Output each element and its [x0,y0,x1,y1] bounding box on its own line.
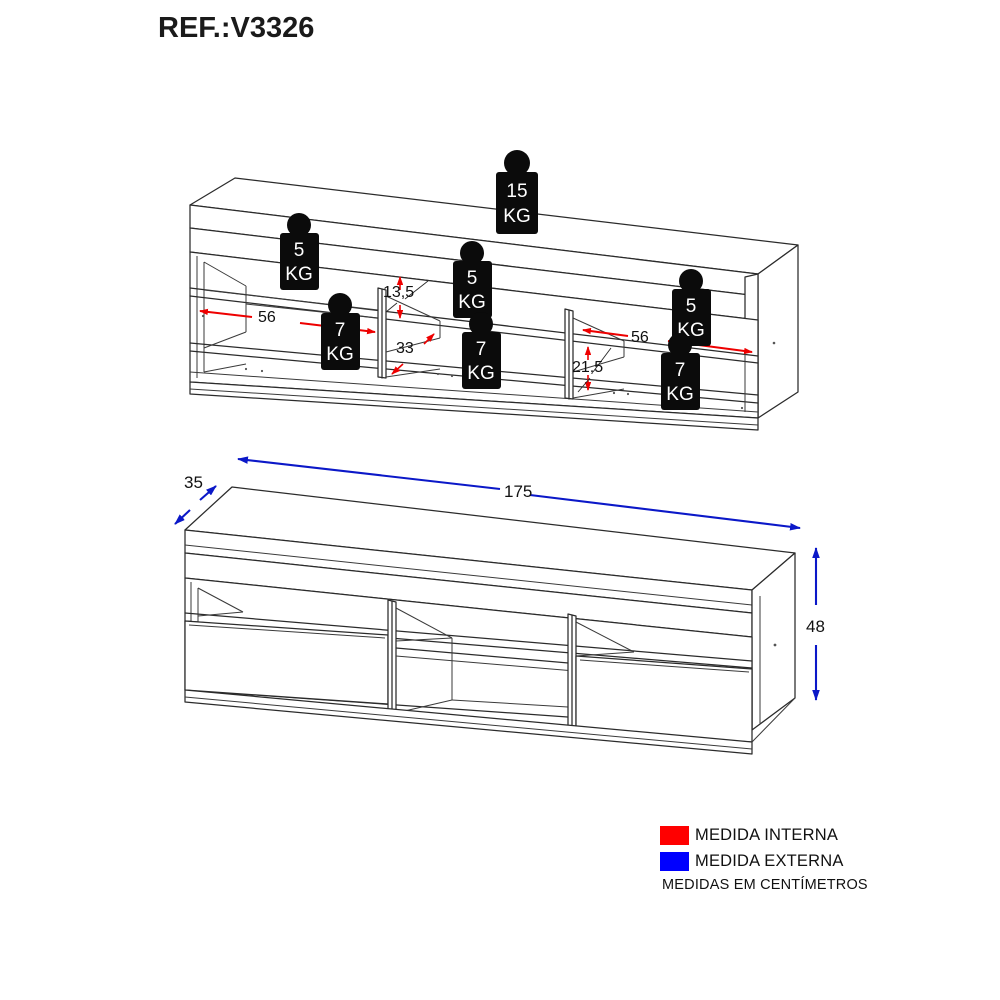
dim-label-center-lower-height: 33 [396,340,414,357]
weight-tag-unit: KG [666,384,693,405]
weight-tag-unit: KG [326,344,353,365]
lower-cabinet-illustration [184,486,796,755]
dim-width-external: 175 [237,456,801,531]
dim-label-height: 48 [806,617,825,636]
legend-label-internal: MEDIDA INTERNA [695,825,839,844]
weight-tag-right-lower-shelf: 7 KG [661,333,700,410]
dim-label-width: 175 [504,482,532,501]
weight-tag-value: 7 [675,360,686,381]
page-title: REF.:V3326 [158,12,315,44]
dim-label-depth: 35 [184,473,203,492]
legend-swatch-internal [660,825,689,845]
weight-tag-unit: KG [285,264,312,285]
weight-tag-center-lower-shelf: 7 KG [462,312,501,389]
dim-depth-external: 35 [174,473,217,525]
weight-tag-value: 15 [506,181,527,202]
weight-tag-unit: KG [503,206,530,227]
dim-right-lower-height: 21,5 [572,346,612,393]
dim-center-lower-height: 33 [391,333,435,375]
weight-tag-unit: KG [458,292,485,313]
weight-tag-value: 5 [467,268,478,289]
legend: MEDIDA INTERNA MEDIDA EXTERNA MEDIDAS EM… [660,824,910,893]
weight-tag-unit: KG [467,363,494,384]
dim-label-right-bay-width: 56 [631,329,649,346]
dim-center-upper-height: 13,5 [383,276,429,319]
weight-tag-top-surface: 15 KG [496,150,538,234]
weight-tag-left-lower-shelf: 7 KG [321,293,360,370]
legend-label-external: MEDIDA EXTERNA [695,851,844,870]
weight-tag-left-upper-shelf: 5 KG [280,213,319,290]
weight-tag-value: 5 [294,240,305,261]
dim-label-center-upper-height: 13,5 [383,284,414,301]
dim-height-external: 48 [806,547,825,701]
weight-tag-value: 7 [335,320,346,341]
weight-tag-value: 7 [476,339,487,360]
legend-units-note: MEDIDAS EM CENTÍMETROS [662,877,868,893]
legend-swatch-external [660,851,689,871]
dim-label-right-lower-height: 21,5 [572,359,603,376]
weight-tag-value: 5 [686,296,697,317]
legend-row-external: MEDIDA EXTERNA [660,850,910,872]
legend-row-internal: MEDIDA INTERNA [660,824,910,846]
weight-tag-center-upper-shelf: 5 KG [453,241,492,318]
dim-label-left-bay-width: 56 [258,309,276,326]
